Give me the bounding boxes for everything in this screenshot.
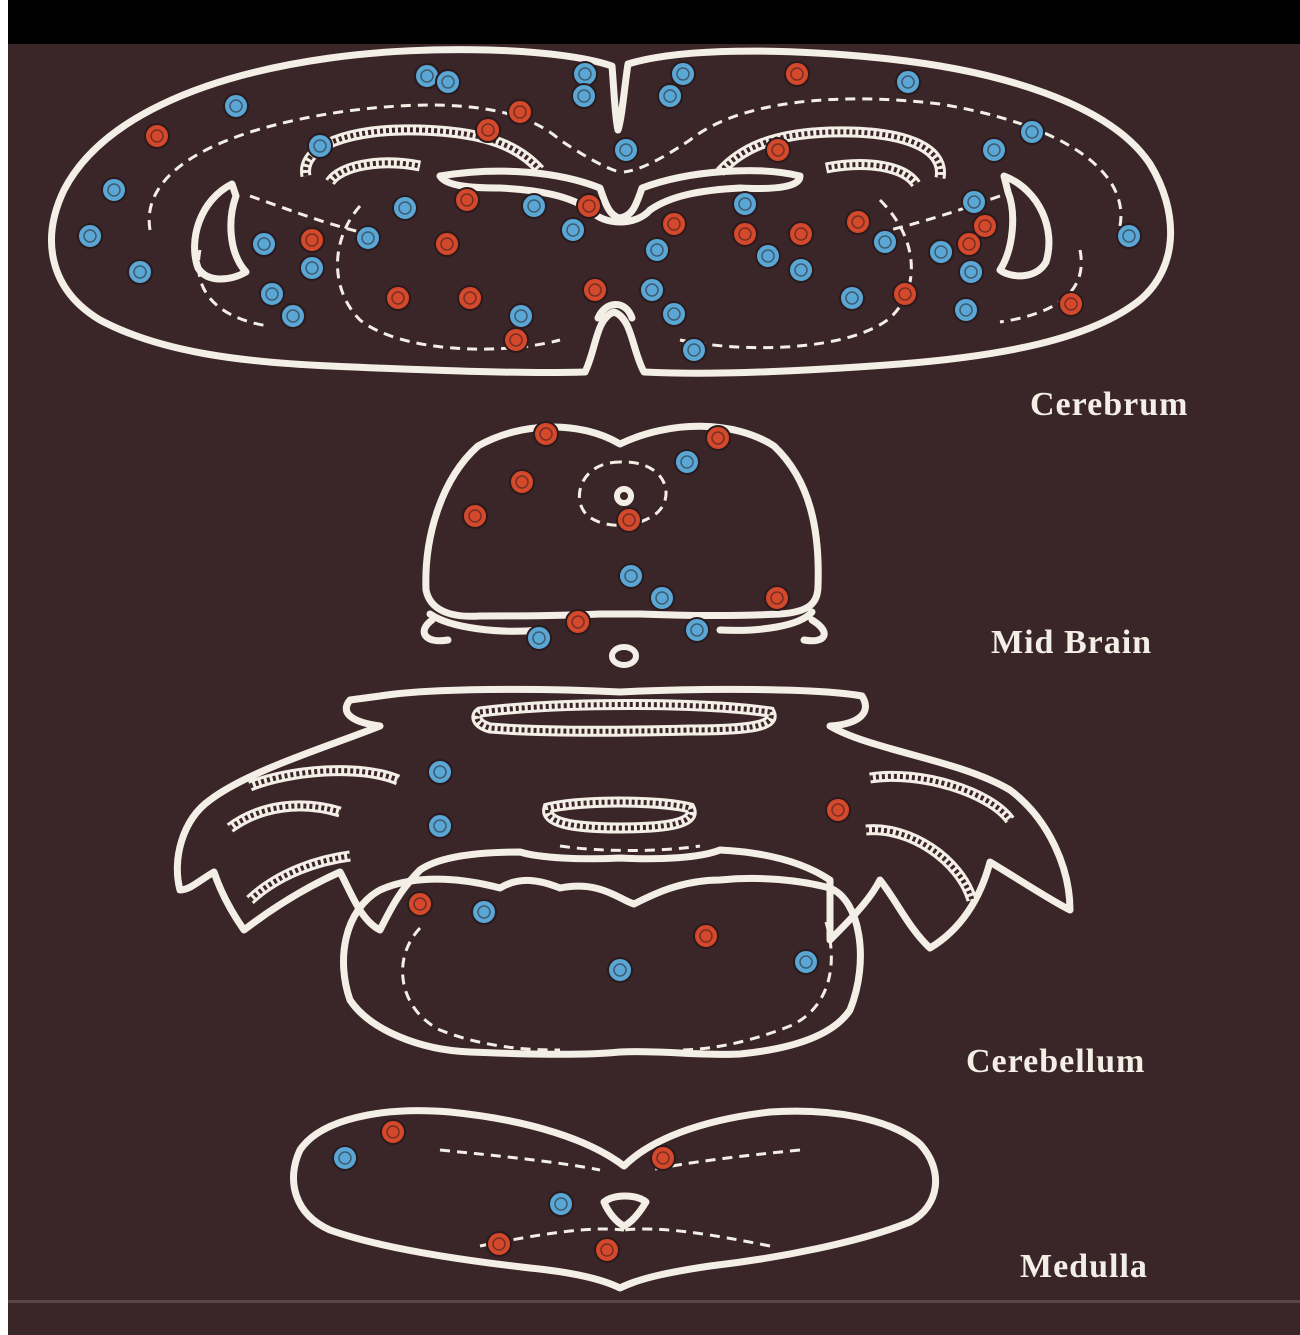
blue-site-marker [789,258,813,282]
blue-site-marker [840,286,864,310]
blue-site-marker [308,134,332,158]
blue-site-marker [281,304,305,328]
midbrain-label: Mid Brain [991,624,1152,662]
blue-site-marker [929,240,953,264]
blue-site-marker [472,900,496,924]
blue-site-marker [954,298,978,322]
red-site-marker [957,232,981,256]
blue-site-marker [549,1192,573,1216]
lesion-markers [78,62,1141,1262]
red-site-marker [487,1232,511,1256]
red-site-marker [1059,292,1083,316]
blue-site-marker [128,260,152,284]
blue-site-marker [619,564,643,588]
blue-site-marker [428,814,452,838]
blue-site-marker [572,84,596,108]
red-site-marker [300,228,324,252]
blue-site-marker [300,256,324,280]
blue-site-marker [650,586,674,610]
blue-site-marker [640,278,664,302]
blue-site-marker [614,138,638,162]
red-site-marker [706,426,730,450]
red-site-marker [386,286,410,310]
blue-site-marker [522,194,546,218]
blue-site-marker [682,338,706,362]
cerebrum-label: Cerebrum [1030,386,1188,424]
red-site-marker [566,610,590,634]
blue-site-marker [873,230,897,254]
blue-site-marker [671,62,695,86]
blue-site-marker [260,282,284,306]
red-site-marker [826,798,850,822]
blue-site-marker [509,304,533,328]
red-site-marker [662,212,686,236]
blue-site-marker [428,760,452,784]
blue-site-marker [756,244,780,268]
blue-site-marker [573,62,597,86]
blue-site-marker [685,618,709,642]
cerebral-aqueduct [617,489,631,503]
red-site-marker [766,138,790,162]
blue-site-marker [393,196,417,220]
blue-site-marker [1020,120,1044,144]
red-site-marker [651,1146,675,1170]
right-lateral-ventricle [1000,176,1049,276]
blue-site-marker [608,958,632,982]
red-site-marker [381,1120,405,1144]
red-site-marker [463,504,487,528]
blue-site-marker [645,238,669,262]
red-site-marker [435,232,459,256]
red-site-marker [893,282,917,306]
blue-site-marker [962,190,986,214]
blue-site-marker [78,224,102,248]
red-site-marker [694,924,718,948]
red-site-marker [846,210,870,234]
midbrain-bottom-circle [612,647,636,665]
red-site-marker [534,422,558,446]
blue-site-marker [733,192,757,216]
blue-site-marker [102,178,126,202]
red-site-marker [789,222,813,246]
blue-site-marker [333,1146,357,1170]
red-site-marker [733,222,757,246]
slide-background: Cerebrum Mid Brain Cerebellum Medulla [8,0,1300,1332]
blue-site-marker [675,450,699,474]
red-site-marker [476,118,500,142]
red-site-marker [510,470,534,494]
blue-site-marker [959,260,983,284]
red-site-marker [504,328,528,352]
red-site-marker [785,62,809,86]
cerebellum-section [177,689,1070,1054]
red-site-marker [765,586,789,610]
blue-site-marker [896,70,920,94]
blue-site-marker [658,84,682,108]
blue-site-marker [356,226,380,250]
medulla-label: Medulla [1020,1248,1148,1286]
blue-site-marker [794,950,818,974]
red-site-marker [145,124,169,148]
red-site-marker [595,1238,619,1262]
blue-site-marker [224,94,248,118]
midbrain-section [424,426,824,665]
blue-site-marker [436,70,460,94]
blue-site-marker [662,302,686,326]
red-site-marker [577,194,601,218]
blue-site-marker [982,138,1006,162]
cerebellum-label: Cerebellum [966,1043,1145,1081]
red-site-marker [458,286,482,310]
red-site-marker [583,278,607,302]
cerebrum-section [52,50,1171,374]
blue-site-marker [252,232,276,256]
left-lateral-ventricle [195,184,246,279]
red-site-marker [617,508,641,532]
bottom-band [8,1300,1300,1335]
blue-site-marker [561,218,585,242]
red-site-marker [408,892,432,916]
blue-site-marker [527,626,551,650]
blue-site-marker [1117,224,1141,248]
red-site-marker [455,188,479,212]
red-site-marker [508,100,532,124]
